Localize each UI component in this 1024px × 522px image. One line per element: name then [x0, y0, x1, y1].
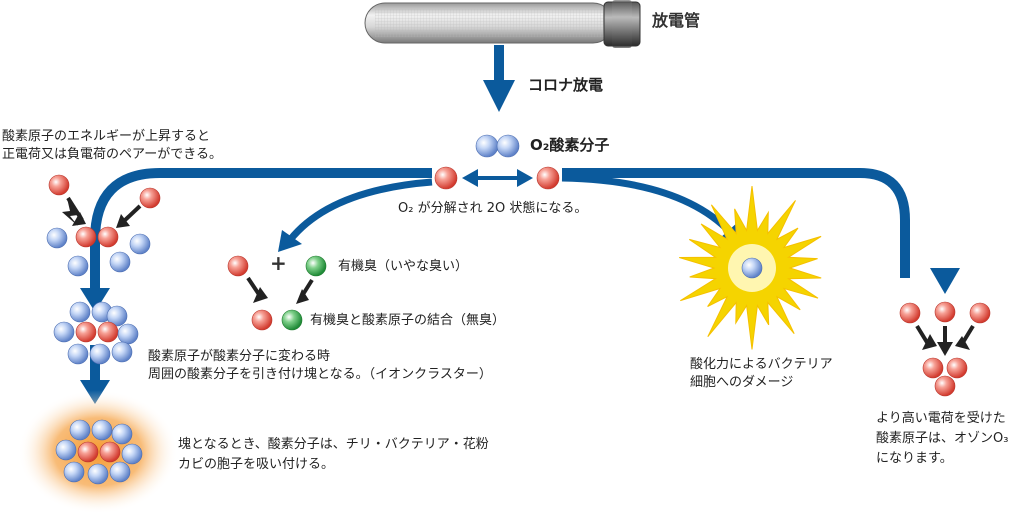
odor-flow-arrow	[278, 178, 433, 252]
corona-discharge-label: コロナ放電	[528, 76, 604, 94]
decompose-label: O₂ が分解され 2O 状態になる。	[398, 201, 588, 216]
cluster-label-1: 酸素原子が酸素分子に変わる時	[148, 349, 331, 364]
ozone-flow-arrow	[562, 168, 910, 278]
odor-combined-label: 有機臭と酸素原子の結合（無臭）	[310, 313, 506, 328]
ozone-label-3: になります。	[876, 451, 953, 466]
split-oxygen-atoms-icon	[434, 166, 560, 190]
dust-absorbing-cluster-icon	[18, 390, 178, 514]
ion-cluster-icon	[53, 301, 139, 365]
bacteria-damage-burst-icon	[679, 185, 822, 350]
o2-molecule-label: O₂酸素分子	[530, 136, 610, 154]
energized-atoms-icon	[46, 174, 161, 277]
organic-odor-label: 有機臭（いやな臭い）	[338, 259, 469, 274]
bacteria-label-2: 細胞へのダメージ	[690, 375, 794, 390]
discharge-tube-label: 放電管	[652, 11, 701, 30]
ozone-label-1: より高い電荷を受けた	[876, 411, 1006, 426]
discharge-tube-icon	[364, 0, 641, 48]
o2-molecule-icon	[475, 134, 520, 158]
bacteria-label-1: 酸化力によるバクテリア	[690, 357, 833, 372]
ozone-formation-icon	[899, 268, 991, 397]
absorb-label-1: 塊となるとき、酸素分子は、チリ・バクテリア・花粉	[178, 437, 489, 452]
organic-odor-icon	[227, 255, 327, 331]
cluster-label-2: 周囲の酸素分子を引き付け塊となる。（イオンクラスター）	[148, 367, 492, 382]
plus-sign: +	[270, 251, 287, 275]
corona-arrow	[483, 45, 515, 112]
absorb-label-2: カビの胞子を吸い付ける。	[178, 457, 335, 472]
energy-rise-label-1: 酸素原子のエネルギーが上昇すると	[2, 129, 211, 144]
energy-rise-label-2: 正電荷又は負電荷のペアーができる。	[2, 147, 222, 162]
ozone-label-2: 酸素原子は、オゾンO₃	[876, 431, 1009, 446]
